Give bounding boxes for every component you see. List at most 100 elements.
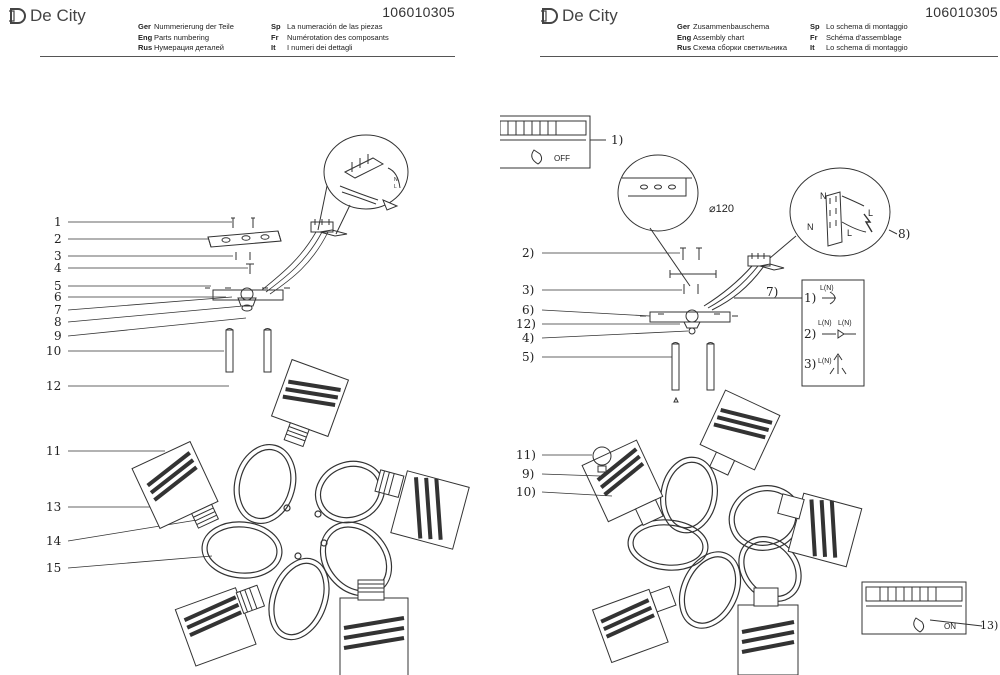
canopy-base xyxy=(640,309,738,335)
step-label-8: 8) xyxy=(898,227,911,241)
header-text: Numérotation des composants xyxy=(287,32,389,42)
header-text: I numeri dei dettagli xyxy=(287,43,353,52)
neutral-label-top: N xyxy=(820,191,827,201)
header-text: La numeración de las piezas xyxy=(287,22,383,31)
step-label-3: 3) xyxy=(522,283,535,297)
header-text: Схема сборки светильника xyxy=(693,43,788,52)
step-label-2: 2) xyxy=(522,246,535,260)
lang-code: Rus xyxy=(677,43,692,52)
part-label-11: 11 xyxy=(46,444,62,458)
part-label-2: 2 xyxy=(54,232,62,246)
switch-on-box xyxy=(861,581,983,635)
document-number: 106010305 xyxy=(925,4,998,20)
svg-text:N: N xyxy=(394,177,398,183)
header-text: Lo schema di montaggio xyxy=(826,43,908,52)
wiring-zoom-bubble xyxy=(769,167,898,259)
switch-on-label: ON xyxy=(944,622,956,631)
part-label-10: 10 xyxy=(46,344,62,358)
header-text: Zusammenbauschema xyxy=(693,22,770,31)
live-label-top: L xyxy=(868,208,874,218)
step-label-10: 10) xyxy=(516,485,536,499)
part-label-3: 3 xyxy=(54,249,62,263)
wiring-steps-panel xyxy=(734,279,865,387)
step-label-6: 6) xyxy=(522,303,535,317)
wiring-step-1: 1) xyxy=(804,291,817,305)
part-label-4: 4 xyxy=(54,261,62,275)
logo-mark-icon xyxy=(541,8,558,24)
header-text: Нумерация деталей xyxy=(154,43,224,52)
logo-mark-icon xyxy=(9,8,26,24)
part-label-15: 15 xyxy=(46,561,62,575)
header-text: Parts numbering xyxy=(154,32,210,42)
header-text: Schéma d'assemblage xyxy=(826,32,902,42)
terminal-block xyxy=(310,219,348,237)
part-label-5: 5 xyxy=(54,279,62,293)
glass-shades xyxy=(131,358,470,675)
header-rule xyxy=(40,56,455,57)
step-label-13: 13) xyxy=(980,619,999,632)
part-label-12: 12 xyxy=(46,379,62,393)
wiring-step-3: 3) xyxy=(804,357,817,371)
step-label-7: 7) xyxy=(766,285,779,299)
step-label-1: 1) xyxy=(611,133,624,147)
part-label-7: 7 xyxy=(54,303,62,317)
wiring-zoom-bubble: L N xyxy=(317,134,409,235)
step-label-12: 12) xyxy=(516,317,536,331)
leader-lines xyxy=(541,252,689,497)
step-label-9: 9) xyxy=(522,467,535,481)
diameter-label: ⌀120 xyxy=(709,203,734,215)
wire-code-label: L(N) xyxy=(818,320,832,327)
header-rule xyxy=(540,56,998,57)
lang-code: Ger xyxy=(138,22,151,31)
wires xyxy=(261,231,329,295)
header-text: Lo schema di montaggio xyxy=(826,22,908,31)
lang-code: Sp xyxy=(810,22,820,31)
document-number: 106010305 xyxy=(382,4,455,20)
bracket-zoom-bubble xyxy=(617,154,699,287)
wire-code-label: L(N) xyxy=(838,320,852,327)
switch-off-label: OFF xyxy=(554,154,570,163)
live-label-bottom: L xyxy=(847,228,853,238)
parts-diagram: L N xyxy=(67,134,470,675)
screw-set xyxy=(231,217,255,274)
lang-code: Eng xyxy=(677,32,692,42)
canopy-base xyxy=(205,287,290,312)
lang-code: Ger xyxy=(677,22,690,31)
brand-name: De City xyxy=(30,6,86,25)
neutral-label-bottom: N xyxy=(807,222,814,232)
glass-shades xyxy=(581,389,863,675)
screw-set xyxy=(669,247,717,294)
mounting-bracket xyxy=(207,230,282,248)
lang-code: It xyxy=(810,43,815,52)
header-text: Assembly chart xyxy=(693,32,745,42)
wire-code-label: L(N) xyxy=(818,358,832,365)
connecting-rods xyxy=(225,328,272,373)
step-label-4: 4) xyxy=(522,331,535,345)
wire-code-label: L(N) xyxy=(820,285,834,292)
part-label-6: 6 xyxy=(54,290,62,304)
part-label-8: 8 xyxy=(54,315,62,329)
lang-code: Fr xyxy=(271,32,279,42)
part-label-1: 1 xyxy=(54,215,62,229)
part-label-9: 9 xyxy=(54,329,62,343)
step-label-5: 5) xyxy=(522,350,535,364)
part-label-14: 14 xyxy=(46,534,62,548)
terminal-block xyxy=(703,253,785,311)
leader-lines xyxy=(67,221,248,569)
svg-text:L: L xyxy=(394,184,397,190)
lang-code: Sp xyxy=(271,22,281,31)
ring-frame xyxy=(201,443,393,641)
wiring-step-2: 2) xyxy=(804,327,817,341)
lang-code: Fr xyxy=(810,32,818,42)
part-label-13: 13 xyxy=(46,500,62,514)
step-label-11: 11) xyxy=(516,448,536,462)
lang-code: Eng xyxy=(138,32,153,42)
assembly-diagram xyxy=(500,115,983,675)
header-text: Nummerierung der Teile xyxy=(154,22,234,31)
lang-code: It xyxy=(271,43,276,52)
brand-name: De City xyxy=(562,6,618,25)
